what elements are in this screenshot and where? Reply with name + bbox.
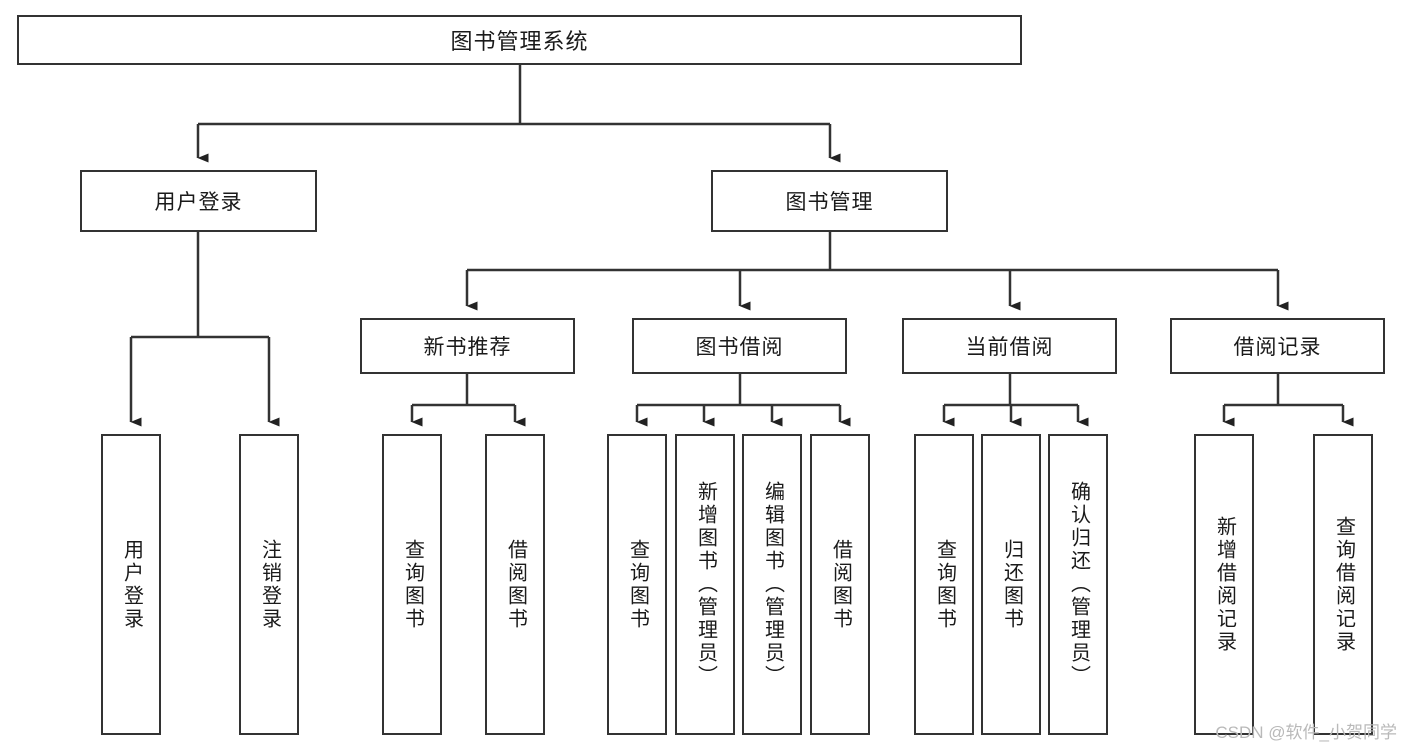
node-new-book-recommendation[interactable]: 新书推荐 — [360, 318, 575, 374]
node-label: 新增图书（管理员） — [694, 481, 717, 688]
node-label: 图书借阅 — [695, 336, 784, 359]
node-label: 编辑图书（管理员） — [761, 481, 784, 688]
leaf-query-borrowing-record[interactable]: 查询借阅记录 — [1313, 434, 1373, 735]
node-book-borrowing[interactable]: 图书借阅 — [632, 318, 847, 374]
leaf-query-book-current[interactable]: 查询图书 — [914, 434, 974, 735]
node-label: 借阅图书 — [504, 538, 527, 631]
leaf-query-book-new-recommendation[interactable]: 查询图书 — [382, 434, 442, 735]
node-borrowing-record[interactable]: 借阅记录 — [1170, 318, 1385, 374]
node-label: 借阅记录 — [1233, 336, 1322, 359]
leaf-return-book[interactable]: 归还图书 — [981, 434, 1041, 735]
node-label: 当前借阅 — [965, 336, 1054, 359]
leaf-borrow-book-borrowing[interactable]: 借阅图书 — [810, 434, 870, 735]
node-current-borrowing[interactable]: 当前借阅 — [902, 318, 1117, 374]
node-label: 查询图书 — [933, 538, 956, 631]
node-label: 借阅图书 — [829, 538, 852, 631]
leaf-edit-book-admin[interactable]: 编辑图书（管理员） — [742, 434, 802, 735]
node-label: 归还图书 — [1000, 538, 1023, 631]
leaf-query-book-borrowing[interactable]: 查询图书 — [607, 434, 667, 735]
node-label: 查询图书 — [401, 538, 424, 631]
node-label: 新书推荐 — [423, 336, 512, 359]
node-label: 用户登录 — [154, 191, 243, 214]
node-label: 查询图书 — [626, 538, 649, 631]
node-label: 用户登录 — [120, 538, 143, 631]
leaf-add-book-admin[interactable]: 新增图书（管理员） — [675, 434, 735, 735]
node-label: 图书管理 — [785, 191, 874, 214]
leaf-user-login[interactable]: 用户登录 — [101, 434, 161, 735]
leaf-confirm-return-admin[interactable]: 确认归还（管理员） — [1048, 434, 1108, 735]
node-user-login[interactable]: 用户登录 — [80, 170, 317, 232]
node-label: 查询借阅记录 — [1332, 515, 1355, 654]
node-root-book-management-system[interactable]: 图书管理系统 — [17, 15, 1022, 65]
node-label: 确认归还（管理员） — [1067, 481, 1090, 688]
leaf-borrow-book-new-recommendation[interactable]: 借阅图书 — [485, 434, 545, 735]
leaf-logout[interactable]: 注销登录 — [239, 434, 299, 735]
node-book-management[interactable]: 图书管理 — [711, 170, 948, 232]
csdn-watermark: CSDN @软件_小贺同学 — [1215, 723, 1397, 742]
node-label: 图书管理系统 — [450, 29, 589, 54]
node-label: 新增借阅记录 — [1213, 515, 1236, 654]
node-label: 注销登录 — [258, 538, 281, 631]
leaf-add-borrowing-record[interactable]: 新增借阅记录 — [1194, 434, 1254, 735]
